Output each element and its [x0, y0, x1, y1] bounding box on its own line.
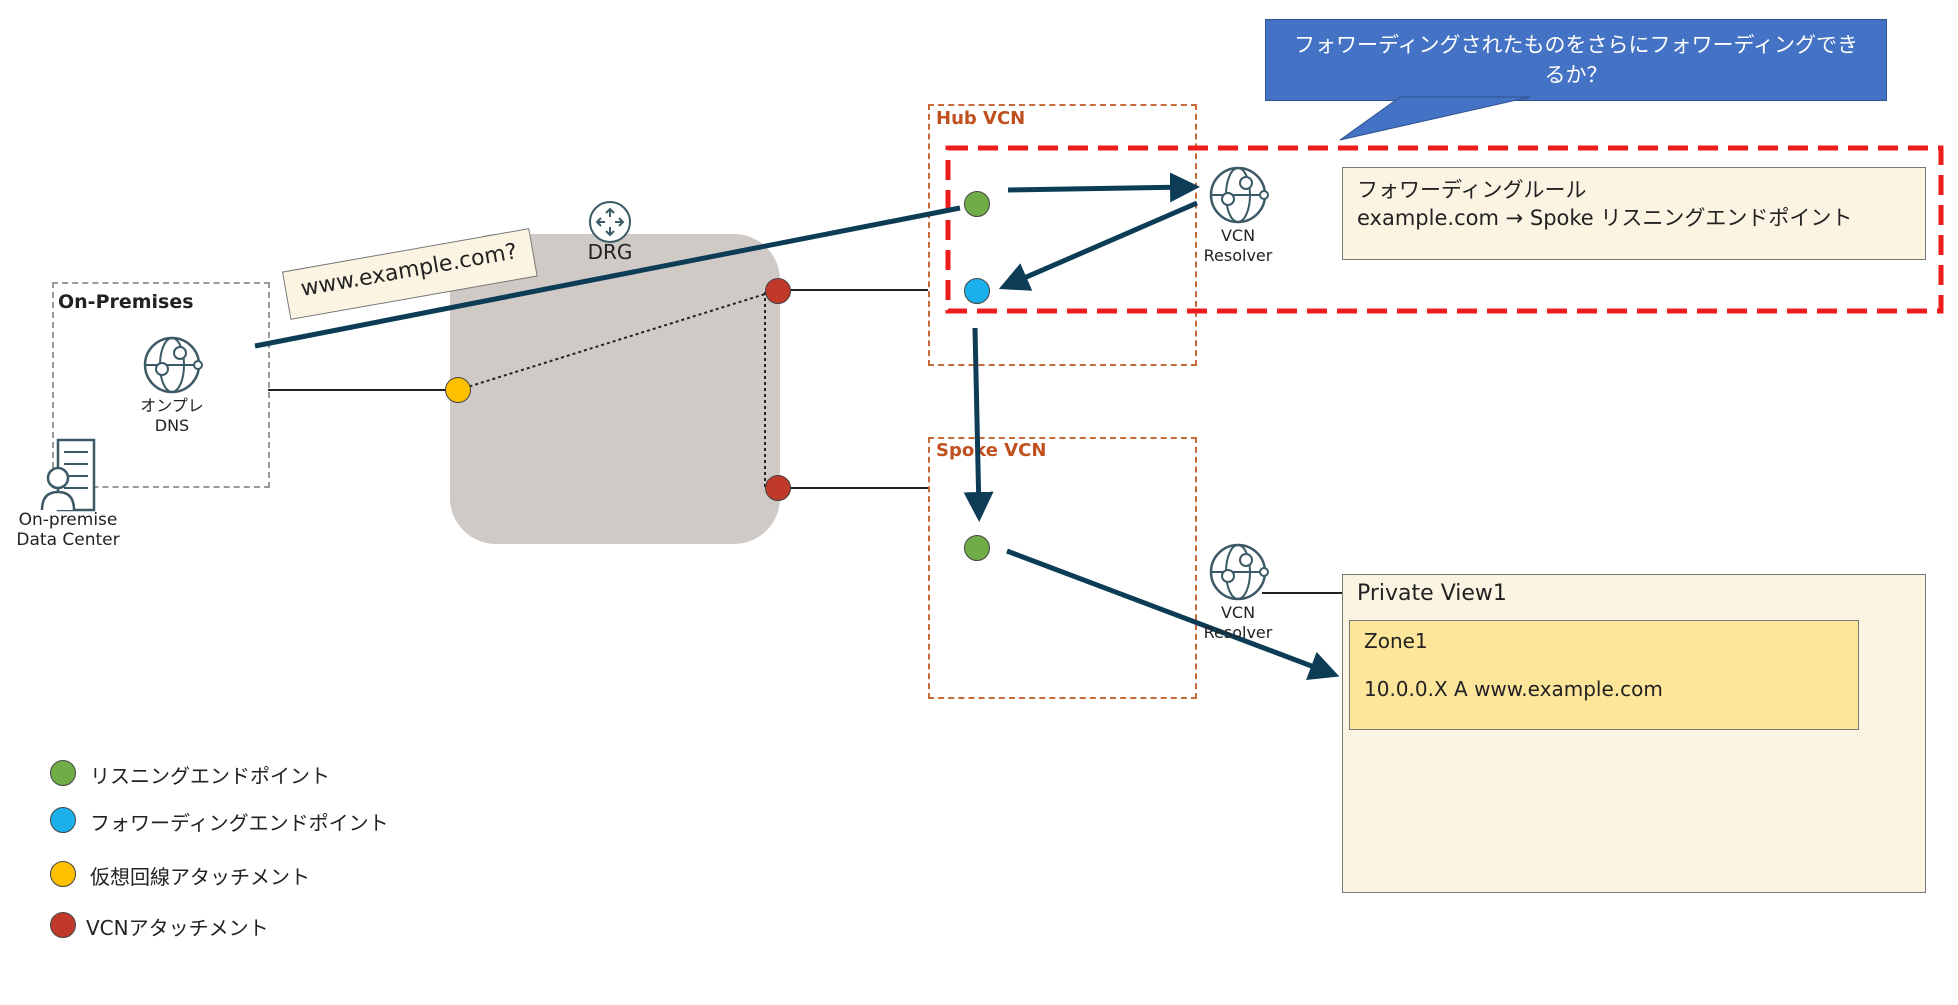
hub-listening-endpoint-dot — [964, 191, 990, 217]
spoke-resolver-label-line1: VCN — [1220, 603, 1256, 622]
query-flow-arrow — [254, 205, 961, 349]
hub-forwarding-endpoint-dot — [964, 278, 990, 304]
private-view-box: Private View1 Zone1 10.0.0.X A www.examp… — [1342, 574, 1926, 893]
datacenter-icon — [40, 438, 96, 512]
hub-resolver-label: VCN Resolver — [1188, 226, 1288, 266]
spoke-listening-endpoint-dot — [964, 535, 990, 561]
legend-label: VCNアタッチメント — [86, 916, 269, 940]
resolver-to-forward-arrow — [998, 200, 1198, 291]
highlight-box — [945, 145, 1944, 314]
spoke-to-private-view-arrow — [1006, 548, 1340, 680]
spoke-resolver-label-line2: Resolver — [1203, 623, 1273, 642]
legend-label: 仮想回線アタッチメント — [90, 865, 310, 889]
forwarding-rule-title: フォワーディングルール — [1357, 178, 1587, 202]
hub-resolver-label-line1: VCN — [1220, 226, 1256, 245]
datacenter-label: On-premise Data Center — [8, 510, 128, 550]
zone-box: Zone1 10.0.0.X A www.example.com — [1349, 620, 1859, 730]
callout-text: フォワーディングされたものをさらにフォワーディングできるか？ — [1293, 33, 1859, 87]
legend: リスニングエンドポイント フォワーディングエンドポイント 仮想回線アタッチメント… — [48, 758, 448, 958]
callout-box: フォワーディングされたものをさらにフォワーディングできるか？ — [1265, 19, 1887, 101]
datacenter-label-line2: Data Center — [16, 530, 120, 550]
spoke-resolver-icon — [1209, 543, 1269, 601]
datacenter-label-line1: On-premise — [18, 510, 118, 530]
hub-vcn-attachment-dot — [765, 278, 791, 304]
virtual-circuit-attachment-dot — [445, 377, 471, 403]
drg-label: DRG — [587, 240, 633, 264]
legend-dot-forwarding — [50, 807, 76, 833]
dns-label-line2: DNS — [154, 416, 190, 435]
hub-to-spoke-arrow — [963, 327, 994, 522]
legend-label: リスニングエンドポイント — [90, 764, 330, 788]
router-icon — [589, 201, 631, 243]
dns-globe-icon — [143, 336, 203, 394]
legend-dot-listening — [50, 760, 76, 786]
on-premises-title: On-Premises — [58, 291, 194, 313]
spoke-vcn-box — [928, 437, 1197, 699]
dns-label: オンプレ DNS — [122, 396, 222, 436]
question-label-box — [281, 228, 538, 320]
spoke-resolver-label: VCN Resolver — [1188, 603, 1288, 643]
zone-record: 10.0.0.X A www.example.com — [1364, 677, 1663, 701]
spoke-vcn-attachment-dot — [765, 475, 791, 501]
hub-vcn-title: Hub VCN — [936, 108, 1026, 129]
drg-body — [450, 234, 780, 544]
hub-vcn-box — [928, 104, 1197, 366]
forwarding-rule-text: example.com → Spoke リスニングエンドポイント — [1357, 206, 1853, 230]
zone-title: Zone1 — [1364, 629, 1428, 653]
callout-pointer — [1339, 96, 1531, 141]
legend-label: フォワーディングエンドポイント — [90, 811, 389, 835]
on-premises-box — [52, 282, 270, 488]
drg-internal-diagonal — [457, 289, 779, 391]
spoke-vcn-title: Spoke VCN — [936, 440, 1047, 461]
dns-label-line1: オンプレ — [140, 396, 204, 415]
private-view-title: Private View1 — [1357, 581, 1507, 606]
hub-resolver-label-line2: Resolver — [1203, 246, 1273, 265]
hub-resolver-icon — [1209, 166, 1269, 224]
legend-dot-vcn-attachment — [50, 912, 76, 938]
listen-to-resolver-arrow — [1007, 172, 1200, 203]
forwarding-rule-box: フォワーディングルール example.com → Spoke リスニングエンド… — [1342, 167, 1926, 260]
legend-dot-virtual-circuit — [50, 861, 76, 887]
